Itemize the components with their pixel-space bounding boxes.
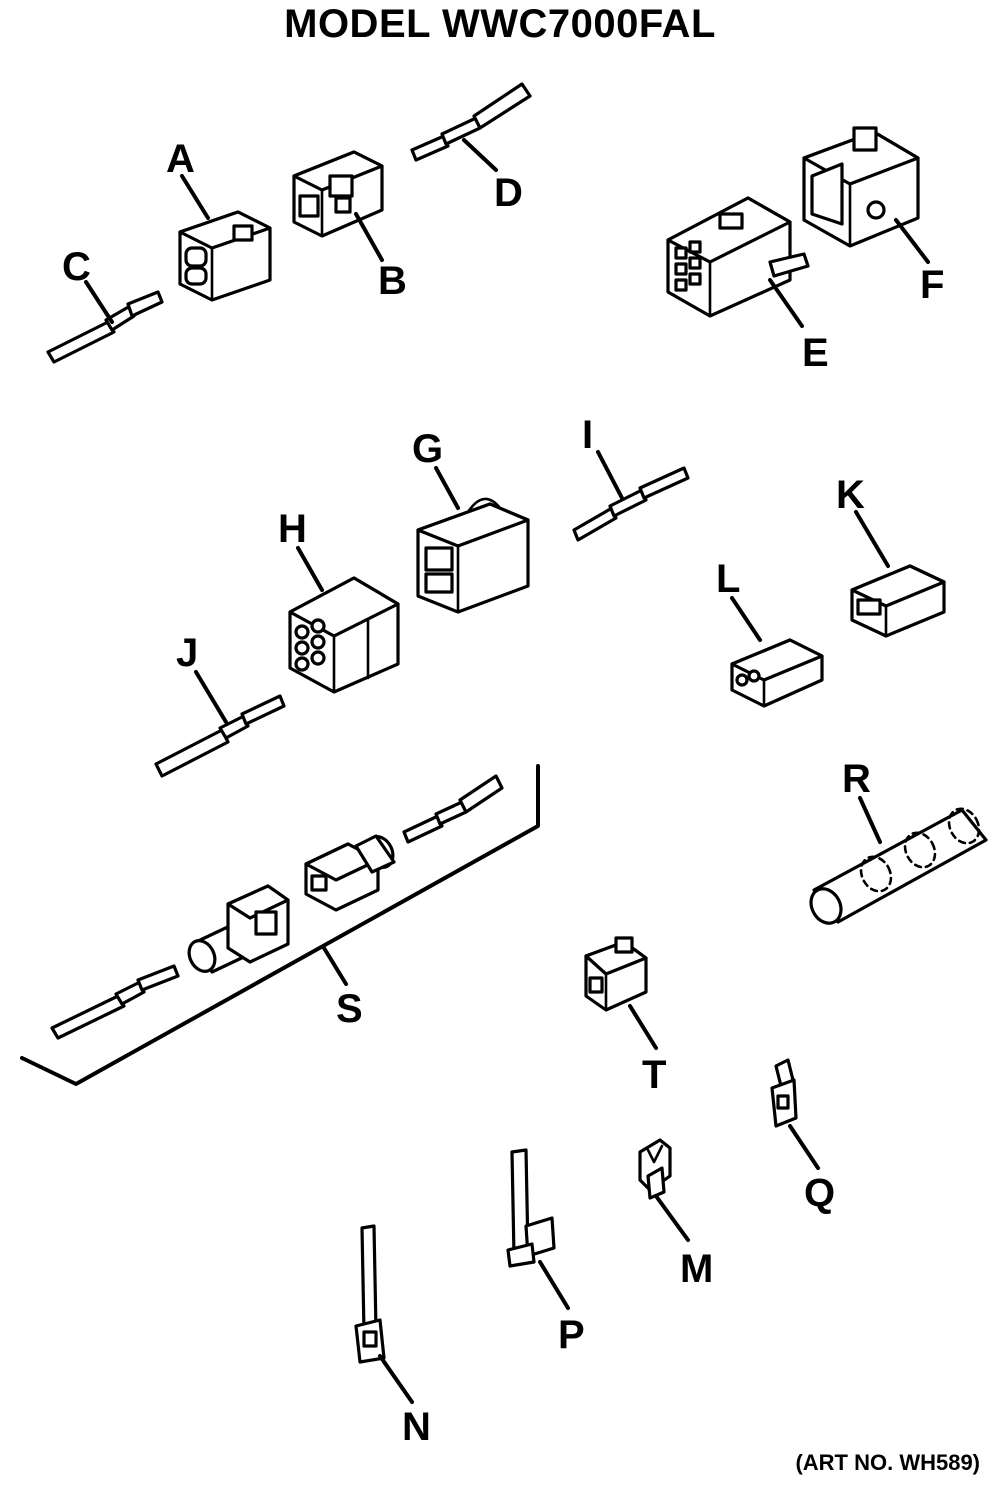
part-b-connector [292, 150, 384, 238]
leader-line-k [854, 510, 890, 568]
leader-line-b [354, 212, 384, 262]
label-n: N [402, 1405, 431, 1449]
part-f-connector [802, 126, 920, 248]
label-r: R [842, 757, 871, 801]
label-h: H [278, 507, 307, 551]
art-number: (ART NO. WH589) [795, 1450, 980, 1475]
part-t-clip [584, 936, 648, 1012]
part-q-terminal [770, 1058, 798, 1128]
leader-line-q [788, 1124, 820, 1170]
label-a: A [166, 137, 195, 181]
leader-line-g [434, 466, 460, 510]
part-j-terminal [154, 694, 286, 778]
diagram-title: MODEL WWC7000FAL [284, 2, 716, 46]
part-l-connector [730, 638, 824, 708]
leader-line-e [768, 278, 804, 328]
leader-line-c [84, 280, 114, 324]
leader-line-r [858, 796, 882, 844]
part-k-connector [850, 564, 946, 638]
part-e-connector [666, 196, 810, 318]
leader-line-p [538, 1260, 570, 1310]
label-e: E [802, 331, 829, 375]
label-d: D [494, 171, 523, 215]
part-i-terminal [572, 466, 690, 542]
part-n-terminal [354, 1224, 386, 1364]
leader-line-h [296, 546, 324, 592]
label-q: Q [804, 1171, 835, 1215]
part-p-terminal [506, 1148, 556, 1268]
label-j: J [176, 631, 198, 675]
label-g: G [412, 427, 443, 471]
leader-line-d [462, 138, 498, 172]
label-i: I [582, 413, 593, 457]
part-c-terminal [46, 290, 164, 364]
part-h-connector [288, 576, 400, 694]
leader-line-n [378, 1354, 414, 1404]
leader-line-a [180, 174, 210, 220]
part-g-connector [416, 497, 530, 614]
leader-line-j [194, 670, 228, 724]
label-t: T [642, 1053, 666, 1097]
label-m: M [680, 1247, 713, 1291]
label-p: P [558, 1313, 585, 1357]
label-l: L [716, 557, 740, 601]
part-s-kit [20, 764, 540, 1086]
part-r-sleeve [809, 807, 988, 925]
label-k: K [836, 473, 865, 517]
label-c: C [62, 245, 91, 289]
part-a-connector [178, 210, 272, 302]
part-d-terminal [410, 82, 532, 162]
part-m-terminal [638, 1138, 672, 1200]
leader-line-m [654, 1194, 690, 1242]
leader-line-f [894, 218, 930, 264]
label-s: S [336, 987, 363, 1031]
leader-line-t [628, 1004, 658, 1050]
leader-line-s [322, 946, 348, 986]
label-b: B [378, 259, 407, 303]
leader-line-l [730, 596, 762, 642]
leader-line-i [596, 450, 624, 500]
label-f: F [920, 263, 944, 307]
